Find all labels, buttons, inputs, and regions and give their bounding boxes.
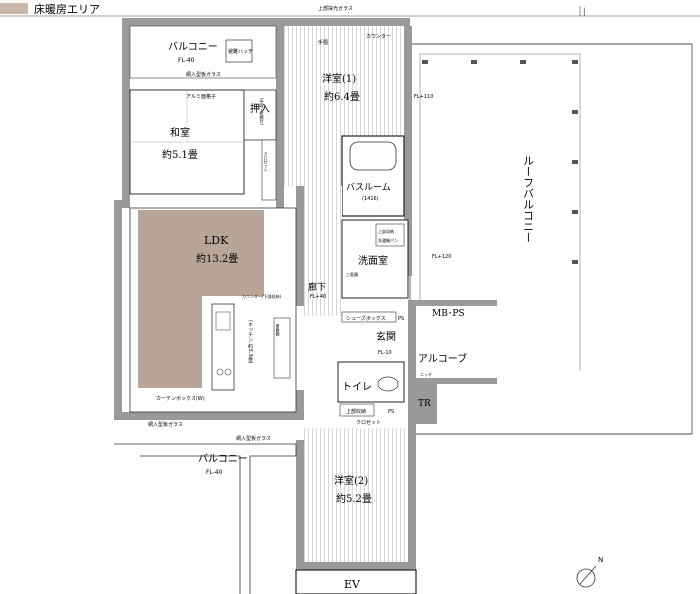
svg-text:三面鏡: 三面鏡 [346,271,358,277]
alcove-label: アルコーブ [418,352,467,365]
legend-label: 床暖房エリア [34,2,100,16]
roof-balcony: ルーフバルコニー │ [409,6,693,435]
ldk-size: 約13.2畳 [196,252,238,265]
mbps-label: MB･PS [432,309,465,319]
toilet: トイレ 上部収納 PS クロゼット [337,361,405,426]
svg-text:PS: PS [398,316,404,322]
ldk: LDK 約13.2畳 (キッチン 約3.3畳) 食器棚 カウンター(下部収納) … [129,207,297,442]
svg-text:洗濯機パン: 洗濯機パン [378,237,398,243]
japanese-room-size: 約5.1畳 [162,148,198,161]
western-room-2-size: 約5.2畳 [336,492,372,505]
svg-text:│: │ [582,7,586,16]
svg-text:N: N [598,556,603,564]
north-arrow-icon: N [576,556,603,588]
svg-text:(中段・枕棚付): (中段・枕棚付) [260,98,265,126]
svg-text:網入型板ガラス: 網入型板ガラス [186,71,221,78]
western-room-1-size: 約6.4畳 [324,90,360,103]
svg-text:網入型板ガラス: 網入型板ガラス [148,421,183,428]
japanese-room-label: 和室 [170,126,190,139]
svg-text:上部収納: 上部収納 [378,228,394,234]
svg-text:アルミ面格子: アルミ面格子 [186,93,216,100]
svg-text:食器棚: 食器棚 [276,323,281,337]
ldk-label: LDK [204,234,229,247]
svg-text:シューズボックス: シューズボックス [346,315,386,322]
svg-text:FL-10: FL-10 [378,350,392,356]
western-room-2-label: 洋室(2) [334,474,368,487]
washroom-label: 洗面室 [358,254,388,267]
unit-walls [114,18,497,594]
svg-text:FL+110: FL+110 [414,94,433,100]
entrance: シューズボックス PS 玄関 FL-10 アルコーブ MB･PS TR ニッチ [341,309,467,409]
svg-text:(キッチン 約3.3畳): (キッチン 約3.3畳) [247,320,253,363]
svg-text:(1416): (1416) [362,196,379,202]
svg-text:上部収納: 上部収納 [346,408,366,415]
balcony-top-label: バルコニー [168,41,218,53]
closet-label: 押入 [250,102,270,115]
svg-text:避難ハッチ: 避難ハッチ [228,48,253,55]
bathroom-label: バスルーム [346,182,391,193]
balcony-bottom-label: バルコニー [198,453,248,465]
svg-text:クロゼット: クロゼット [264,151,269,172]
svg-text:FL-40: FL-40 [178,57,195,64]
toilet-label: トイレ [342,382,372,393]
svg-text:FL-40: FL-40 [206,469,223,476]
floor-heating-area [138,210,264,296]
svg-text:網入型板ガラス: 網入型板ガラス [236,435,271,442]
corridor-label: 廊下 [308,281,326,293]
svg-text:FL+120: FL+120 [432,254,451,260]
legend: 床暖房エリア [0,2,700,17]
roof-balcony-label: ルーフバルコニー [522,155,535,243]
tr-label: TR [418,399,431,409]
svg-text:手摺: 手摺 [318,39,328,46]
svg-text:ニッチ: ニッチ [420,372,432,377]
hatch-icon [225,39,253,63]
svg-text:カウンター: カウンター [366,33,391,40]
ev-label: EV [344,578,361,591]
corridor: 廊下 FL+40 [304,186,342,316]
western-room-2: 洋室(2) 約5.2畳 [304,428,408,562]
svg-text:上部採光ガラス: 上部採光ガラス [318,5,353,12]
svg-text:FL+40: FL+40 [310,294,326,300]
svg-text:PS: PS [388,409,394,415]
legend-swatch [0,3,28,14]
balcony-top: バルコニー FL-40 避難ハッチ 網入型板ガラス [129,25,277,79]
svg-text:クロゼット: クロゼット [356,419,381,426]
svg-text:カウンター(下部収納): カウンター(下部収納) [242,293,282,299]
entrance-label: 玄関 [376,330,396,343]
japanese-room: 和室 約5.1畳 アルミ面格子 押入 (中段・枕棚付) クロゼット [129,89,277,201]
svg-text:カーテンボックス(W): カーテンボックス(W) [156,395,205,402]
bathroom: バスルーム (1416) [341,135,405,217]
washroom: 上部収納 洗濯機パン 洗面室 三面鏡 FL+120 [341,219,451,299]
western-room-1-label: 洋室(1) [322,72,356,85]
balcony-bottom: バルコニー FL-40 [114,443,297,594]
